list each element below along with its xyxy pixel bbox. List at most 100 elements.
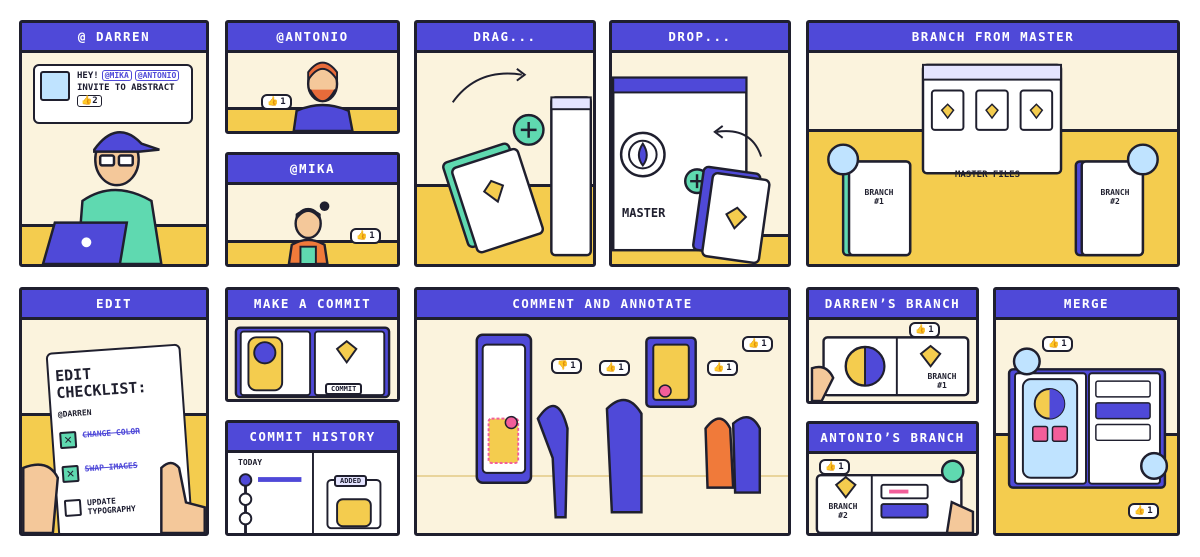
branch-1-label: BRANCH #1 [927,372,957,390]
darren-avatar [40,71,70,101]
added-badge: ADDED [334,475,368,487]
panel-drop: DROP... MASTER [609,20,791,267]
darrens-branch-illustration [810,336,970,401]
like-badge[interactable]: 👍1 [1042,336,1073,352]
panel-branch-from-master: BRANCH FROM MASTER MASTER FILES BRANCH #… [806,20,1180,267]
thumbs-down-icon: 👎 [557,361,569,371]
thumbs-up-icon: 👍 [1048,339,1060,349]
panel-title: DROP... [612,23,788,53]
drop-scene: MASTER [612,53,788,264]
panel-title: DARREN’S BRANCH [809,290,976,320]
darren-illustration [41,130,163,264]
like-badge[interactable]: 👍1 [599,360,630,376]
thumbs-up-icon: 👍 [713,363,725,373]
today-label: TODAY [238,458,263,467]
panel-title: ANTONIO’S BRANCH [809,424,976,454]
commit-history-scene: TODAY ADDED [228,453,397,533]
thumbs-up-icon: 👍 [605,363,617,373]
thumbs-up-icon: 👍 [1134,506,1146,516]
greeting-text: HEY! [77,70,99,81]
like-badge[interactable]: 👍1 [707,360,738,376]
thumbs-up-icon: 👍 [356,231,368,241]
branch-scene: MASTER FILES BRANCH #1 BRANCH #2 [809,53,1177,264]
invite-message: INVITE TO ABSTRACT [77,83,175,93]
darren-speech-bubble: HEY! @MIKA @ANTONIO INVITE TO ABSTRACT 👍… [33,64,193,124]
gallery-illustration [475,333,762,519]
thumbs-up-icon: 👍 [81,96,93,106]
like-badge[interactable]: 👍1 [819,459,850,475]
like-count: 1 [570,361,576,371]
master-files-label: MASTER FILES [955,170,1021,180]
drop-illustration [612,76,771,264]
like-count: 1 [280,97,286,107]
antonios-branch-illustration [815,459,975,533]
panel-edit: EDIT EDIT CHECKLIST: @DARREN ✕ CHANGE CO… [19,287,209,536]
panel-drag: DRAG... [414,20,596,267]
panel-title: EDIT [22,290,206,320]
panel-darrens-branch: DARREN’S BRANCH BRANCH #1 👍1 [806,287,979,404]
master-label: MASTER [622,206,666,220]
like-badge[interactable]: 👍1 [909,322,940,338]
panel-darren: @ DARREN HEY! @MIKA @ANTONIO INVITE TO A… [19,20,209,267]
branch-1-label: BRANCH #1 [864,188,894,206]
panel-comment-annotate: COMMENT AND ANNOTATE 👎1 👍1 👍1 👍1 [414,287,791,536]
antonio-scene: 👍1 [228,53,397,131]
mention-mika[interactable]: @MIKA [101,70,132,81]
dislike-badge[interactable]: 👎1 [551,358,582,374]
like-count: 1 [928,325,934,335]
panel-title: @ANTONIO [228,23,397,53]
mika-illustration [287,201,330,264]
panel-antonios-branch: ANTONIO’S BRANCH BRANCH #2 👍1 [806,421,979,536]
like-count: 1 [1061,339,1067,349]
like-count: 1 [618,363,624,373]
merge-scene: 👍1 👍1 [996,320,1177,533]
like-badge[interactable]: 👍1 [1128,503,1159,519]
branch-2-label: BRANCH #2 [828,502,858,520]
thumbs-up-icon: 👍 [748,339,760,349]
panel-title: COMMENT AND ANNOTATE [417,290,788,320]
panel-title: COMMIT HISTORY [228,423,397,453]
thumbs-up-icon: 👍 [825,462,837,472]
panel-title: DRAG... [417,23,593,53]
panel-merge: MERGE 👍1 👍1 [993,287,1180,536]
panel-make-commit: MAKE A COMMIT COMMIT [225,287,400,402]
branch-2-label: BRANCH #2 [1100,188,1130,206]
mika-scene: 👍1 [228,185,397,264]
commit-scene: COMMIT [228,320,397,399]
antonios-branch-scene: BRANCH #2 👍1 [809,454,976,533]
like-badge[interactable]: 👍1 [742,336,773,352]
like-badge[interactable]: 👍2 [77,95,102,107]
antonio-illustration [292,61,354,131]
hands-illustration [22,461,206,533]
thumbs-up-icon: 👍 [267,97,279,107]
panel-title: BRANCH FROM MASTER [809,23,1177,53]
like-count: 1 [838,462,844,472]
panel-antonio: @ANTONIO 👍1 [225,20,400,134]
gallery-scene: 👎1 👍1 👍1 👍1 [417,320,788,533]
mention-antonio[interactable]: @ANTONIO [134,70,180,81]
drag-scene [417,53,593,264]
thumbs-up-icon: 👍 [915,325,927,335]
panel-mika: @MIKA 👍1 [225,152,400,267]
panel-title: @MIKA [228,155,397,185]
edit-scene: EDIT CHECKLIST: @DARREN ✕ CHANGE COLOR ✕… [22,320,206,533]
drag-illustration [442,67,593,257]
like-count: 1 [726,363,732,373]
commit-illustration [234,326,391,399]
commit-history-illustration [238,453,382,533]
like-count: 2 [92,96,98,106]
darren-scene: HEY! @MIKA @ANTONIO INVITE TO ABSTRACT 👍… [22,53,206,264]
panel-title: @ DARREN [22,23,206,53]
panel-title: MAKE A COMMIT [228,290,397,320]
commit-button[interactable]: COMMIT [325,383,363,395]
panel-commit-history: COMMIT HISTORY TODAY ADDED [225,420,400,536]
like-badge[interactable]: 👍1 [350,228,381,244]
like-count: 1 [369,231,375,241]
darrens-branch-scene: BRANCH #1 👍1 [809,320,976,401]
like-count: 1 [761,339,767,349]
panel-title: MERGE [996,290,1177,320]
like-count: 1 [1147,506,1153,516]
like-badge[interactable]: 👍1 [261,94,292,110]
branch-illustration [827,63,1159,257]
merge-illustration [1007,347,1169,489]
